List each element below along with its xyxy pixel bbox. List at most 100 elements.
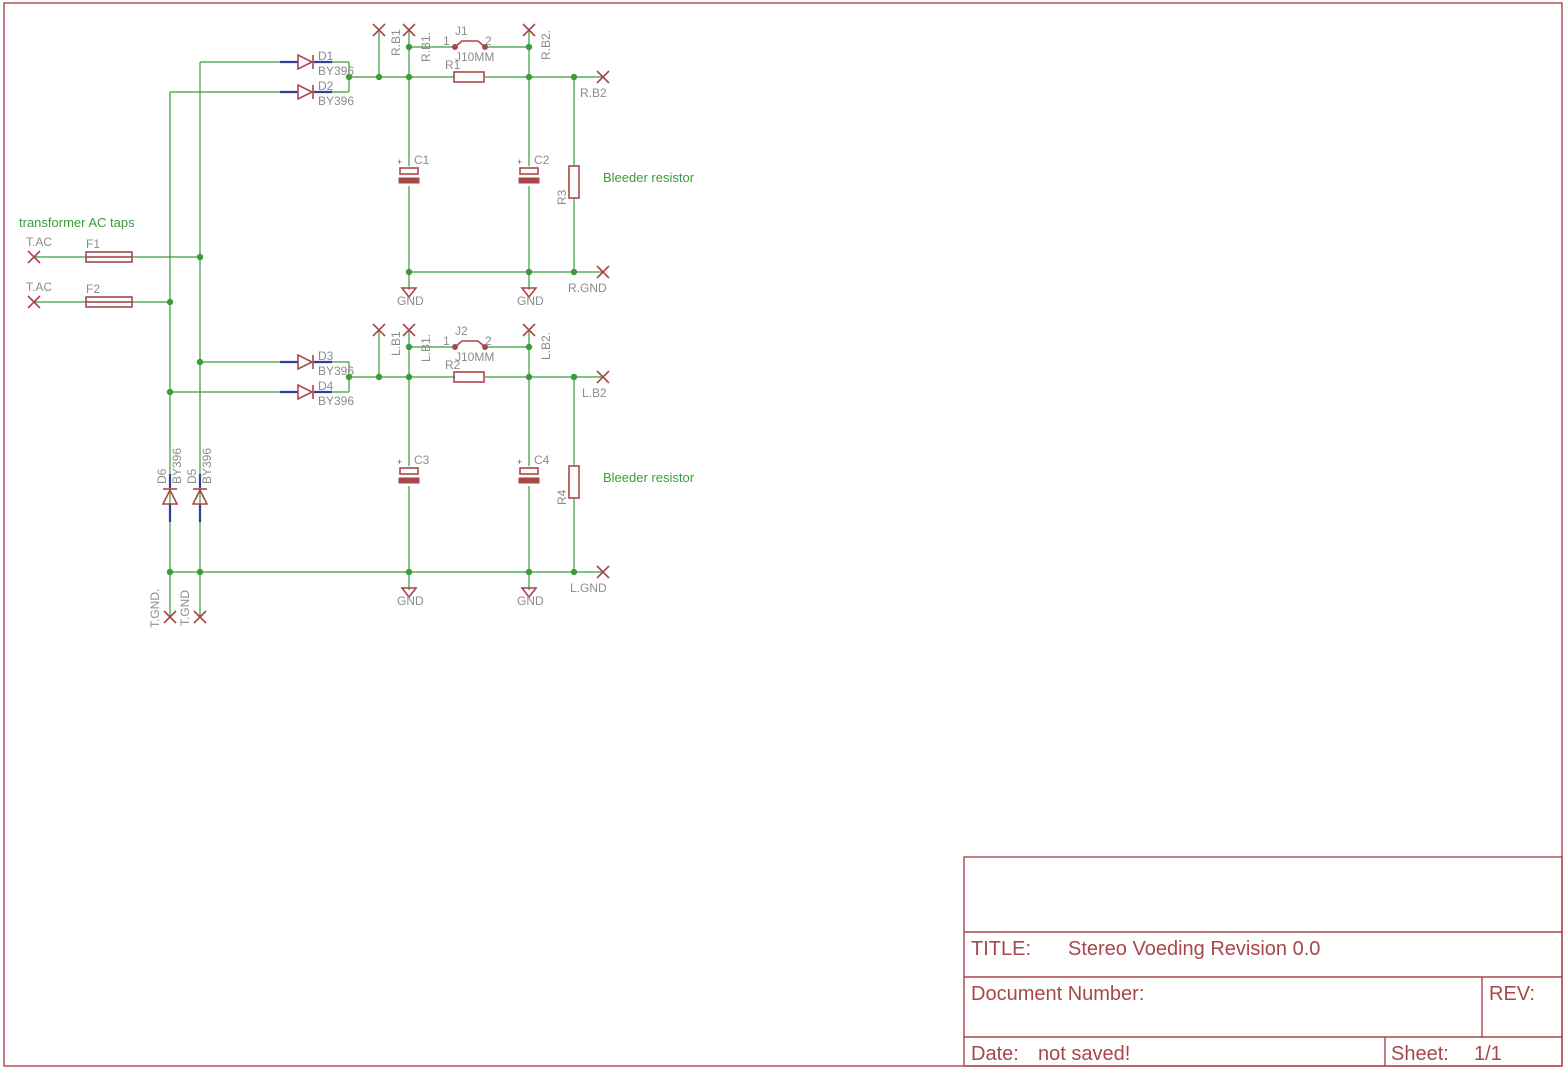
net-label-gnd-3: GND — [397, 594, 424, 608]
wires — [34, 30, 603, 617]
polarity-c4: + — [517, 457, 522, 467]
pin-label-j2-1: 1 — [443, 334, 450, 348]
part-value-d2: BY396 — [318, 94, 354, 108]
part-value-d4: BY396 — [318, 394, 354, 408]
date-value: not saved! — [1038, 1043, 1130, 1065]
diode-d6-symbol — [161, 474, 179, 522]
part-name-f2: F2 — [86, 282, 100, 296]
x-marker-tgnd2 — [193, 610, 207, 624]
gnd-symbol-1 — [400, 287, 418, 299]
part-value-d1: BY396 — [318, 64, 354, 78]
part-name-r4: R4 — [555, 489, 569, 505]
x-marker-rb2out — [596, 70, 610, 84]
part-value-j2: J10MM — [455, 350, 494, 364]
sheet-frame — [3, 2, 1563, 1067]
polarity-c1: + — [397, 157, 402, 167]
pin-label-j1-2: 2 — [485, 34, 492, 48]
net-label-tgnd2: T.GND — [178, 590, 192, 626]
net-label-tac2: T.AC — [26, 280, 52, 294]
x-marker-rb1a — [372, 23, 386, 37]
part-value-j1: J10MM — [455, 50, 494, 64]
x-marker-tac1 — [27, 250, 41, 264]
resistor-r4-symbol — [568, 465, 580, 499]
part-name-r1: R1 — [445, 58, 461, 72]
x-marker-tgnd1 — [163, 610, 177, 624]
part-value-d6: BY396 — [170, 448, 184, 484]
net-label-lb2out: L.B2 — [582, 386, 607, 400]
part-name-f1: F1 — [86, 237, 100, 251]
net-label-gnd-2: GND — [517, 294, 544, 308]
part-name-d1: D1 — [318, 49, 334, 63]
part-name-j2: J2 — [455, 324, 468, 338]
net-label-lgnd: L.GND — [570, 581, 607, 595]
net-label-tac1: T.AC — [26, 235, 52, 249]
diode-d2-symbol — [280, 83, 332, 101]
resistor-r1-symbol — [453, 71, 485, 83]
x-marker-rb2a — [522, 23, 536, 37]
net-label-gnd-1: GND — [397, 294, 424, 308]
net-label-rgnd: R.GND — [568, 281, 607, 295]
gnd-symbol-3 — [400, 587, 418, 599]
sheet-label: Sheet: — [1391, 1043, 1449, 1065]
part-name-c4: C4 — [534, 453, 550, 467]
diode-d5-symbol — [191, 474, 209, 522]
net-label-rb2a: R.B2. — [539, 30, 553, 60]
note-bleeder-right: Bleeder resistor — [603, 170, 695, 185]
x-marker-rb1b — [402, 23, 416, 37]
part-name-r2: R2 — [445, 358, 461, 372]
revision-label: REV: — [1489, 983, 1535, 1005]
net-endpoints — [27, 23, 610, 624]
x-marker-lb2a — [522, 323, 536, 337]
x-marker-rgnd — [596, 265, 610, 279]
x-marker-lb1a — [372, 323, 386, 337]
gnd-symbol-4 — [520, 587, 538, 599]
note-bleeder-left: Bleeder resistor — [603, 470, 695, 485]
part-name-d2: D2 — [318, 79, 334, 93]
x-marker-tac2 — [27, 295, 41, 309]
part-name-d6: D6 — [155, 468, 169, 484]
x-marker-lgnd — [596, 565, 610, 579]
gnd-symbol-2 — [520, 287, 538, 299]
resistor-r3-symbol — [568, 165, 580, 199]
net-label-rb2out: R.B2 — [580, 86, 607, 100]
net-label-lb2a: L.B2. — [539, 332, 553, 360]
part-name-j1: J1 — [455, 24, 468, 38]
title-block — [963, 856, 1563, 1067]
net-label-lb1b: L.B1. — [419, 334, 433, 362]
net-label-tgnd1: T.GND. — [148, 589, 162, 628]
pin-label-j1-1: 1 — [443, 34, 450, 48]
capacitor-c1-symbol — [398, 167, 420, 184]
x-marker-lb1b — [402, 323, 416, 337]
capacitor-c4-symbol — [518, 467, 540, 484]
diode-d3-symbol — [280, 353, 332, 371]
diode-d4-symbol — [280, 383, 332, 401]
junctions — [166, 43, 578, 576]
jumper-j1-symbol — [452, 40, 488, 50]
part-name-c3: C3 — [414, 453, 430, 467]
pin-label-j2-2: 2 — [485, 334, 492, 348]
part-value-d3: BY396 — [318, 364, 354, 378]
title-value: Stereo Voeding Revision 0.0 — [1068, 938, 1320, 960]
x-marker-lb2out — [596, 370, 610, 384]
document-number-label: Document Number: — [971, 983, 1144, 1005]
net-label-lb1a: L.B1 — [389, 331, 403, 356]
part-value-d5: BY396 — [200, 448, 214, 484]
polarity-c3: + — [397, 457, 402, 467]
title-label: TITLE: — [971, 938, 1031, 960]
part-name-r3: R3 — [555, 189, 569, 205]
jumper-j2-symbol — [452, 340, 488, 350]
part-name-d4: D4 — [318, 379, 334, 393]
date-label: Date: — [971, 1043, 1019, 1065]
capacitor-c2-symbol — [518, 167, 540, 184]
part-name-d5: D5 — [185, 468, 199, 484]
part-name-d3: D3 — [318, 349, 334, 363]
net-label-rb1b: R.B1. — [419, 32, 433, 62]
sheet-value: 1/1 — [1474, 1043, 1502, 1065]
net-label-gnd-4: GND — [517, 594, 544, 608]
polarity-c2: + — [517, 157, 522, 167]
part-name-c2: C2 — [534, 153, 550, 167]
resistor-r2-symbol — [453, 371, 485, 383]
diode-d1-symbol — [280, 53, 332, 71]
capacitor-c3-symbol — [398, 467, 420, 484]
